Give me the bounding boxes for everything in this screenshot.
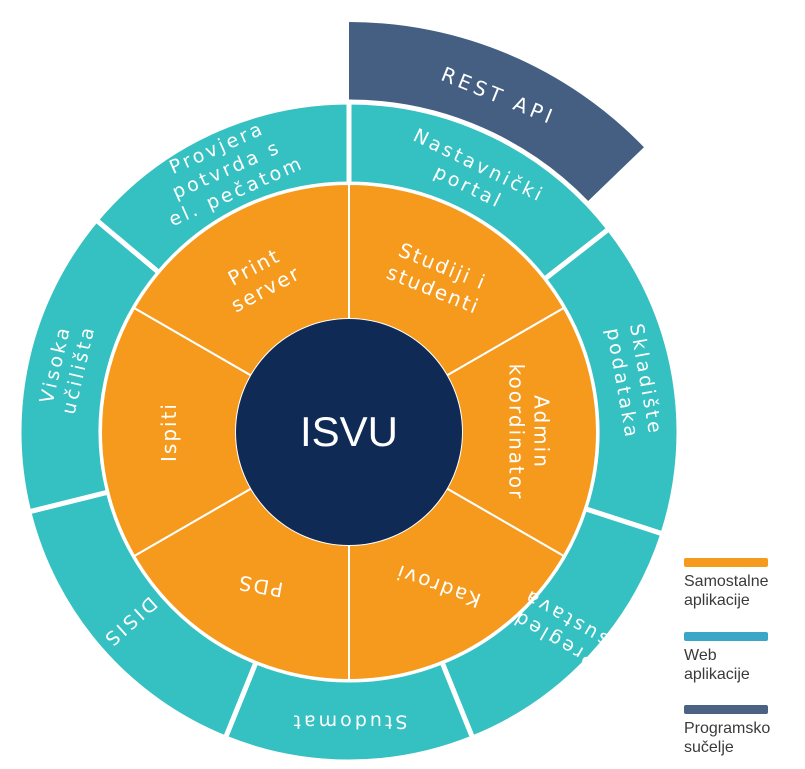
- legend-item-api: Programsko sučelje: [684, 705, 805, 757]
- legend-item-web: Web aplikacije: [684, 632, 805, 684]
- legend-label-api: Programsko sučelje: [684, 720, 771, 756]
- legend-label-web: Web aplikacije: [684, 647, 750, 683]
- legend-swatch-web: [684, 632, 768, 641]
- api-segment-rest-api: [349, 22, 644, 206]
- legend-item-standalone: Samostalne aplikacije: [684, 558, 805, 610]
- inner-label-print: Printserver: [215, 239, 305, 318]
- isvu-core-circle: [236, 319, 462, 545]
- isvu-core-label: ISVU: [300, 408, 398, 455]
- inner-label-ispiti: Ispiti: [157, 402, 181, 462]
- inner-label-admin: Adminkoordinator: [505, 364, 554, 501]
- outer-label-studomat: Studomat: [291, 710, 408, 732]
- legend-swatch-standalone: [684, 558, 768, 567]
- legend-label-standalone: Samostalne aplikacije: [684, 573, 769, 609]
- legend-swatch-api: [684, 705, 768, 714]
